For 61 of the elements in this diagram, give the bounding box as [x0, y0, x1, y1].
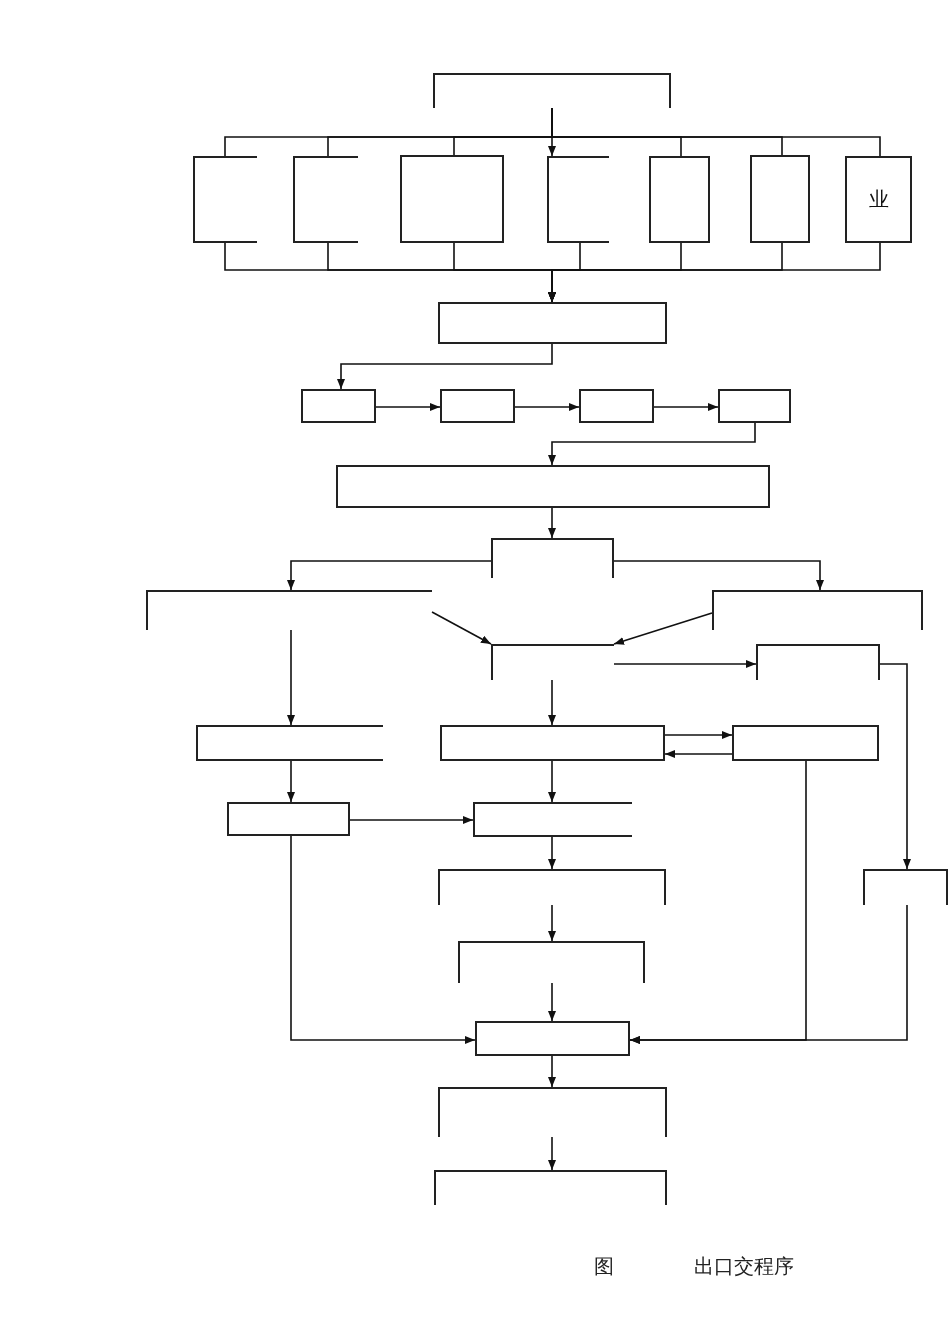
arrow	[664, 731, 733, 739]
process-box	[579, 389, 654, 423]
arrow	[548, 422, 756, 466]
process-box	[438, 869, 666, 905]
arrow	[375, 403, 441, 411]
process-box	[433, 73, 671, 108]
process-box	[756, 644, 880, 680]
arrow	[337, 343, 553, 390]
process-box	[732, 725, 879, 761]
arrow	[879, 663, 911, 870]
process-box	[438, 302, 667, 344]
process-box	[649, 156, 710, 243]
arrow	[548, 507, 556, 539]
process-box	[440, 725, 665, 761]
process-box	[863, 869, 948, 905]
arrow	[349, 816, 474, 824]
arrow	[664, 750, 733, 758]
arrow	[629, 904, 908, 1044]
process-box	[547, 156, 609, 243]
process-box	[400, 155, 504, 243]
process-box	[440, 389, 515, 423]
process-box	[491, 644, 614, 680]
arrow	[548, 679, 556, 726]
process-box	[845, 156, 912, 243]
connector-line	[551, 107, 881, 157]
arrow	[613, 612, 713, 645]
node-text: 业	[868, 186, 889, 213]
arrow	[548, 1055, 556, 1088]
process-box	[491, 538, 614, 578]
arrow	[548, 836, 556, 870]
process-box	[475, 1021, 630, 1056]
arrow	[548, 242, 881, 303]
arrow	[287, 629, 295, 726]
process-box	[336, 465, 770, 508]
process-box	[473, 802, 632, 837]
arrow	[613, 560, 824, 591]
process-box	[718, 389, 791, 423]
process-box	[750, 155, 810, 243]
arrow	[653, 403, 719, 411]
arrow	[287, 760, 295, 803]
arrow	[287, 560, 492, 591]
arrow	[290, 835, 476, 1044]
arrow	[548, 982, 556, 1022]
arrow	[548, 904, 556, 942]
process-box	[712, 590, 923, 630]
process-box	[146, 590, 432, 630]
process-box	[193, 156, 257, 243]
process-box	[227, 802, 350, 836]
process-box	[293, 156, 358, 243]
process-box	[458, 941, 645, 983]
process-box	[196, 725, 383, 761]
arrow	[431, 611, 492, 645]
process-box	[301, 389, 376, 423]
caption-text: 图	[594, 1253, 614, 1280]
arrow	[548, 1136, 556, 1171]
process-box	[434, 1170, 667, 1205]
process-box	[438, 1087, 667, 1137]
arrow	[548, 760, 556, 803]
arrow	[514, 403, 580, 411]
caption-text: 出口交程序	[694, 1253, 794, 1280]
arrow	[613, 660, 757, 668]
